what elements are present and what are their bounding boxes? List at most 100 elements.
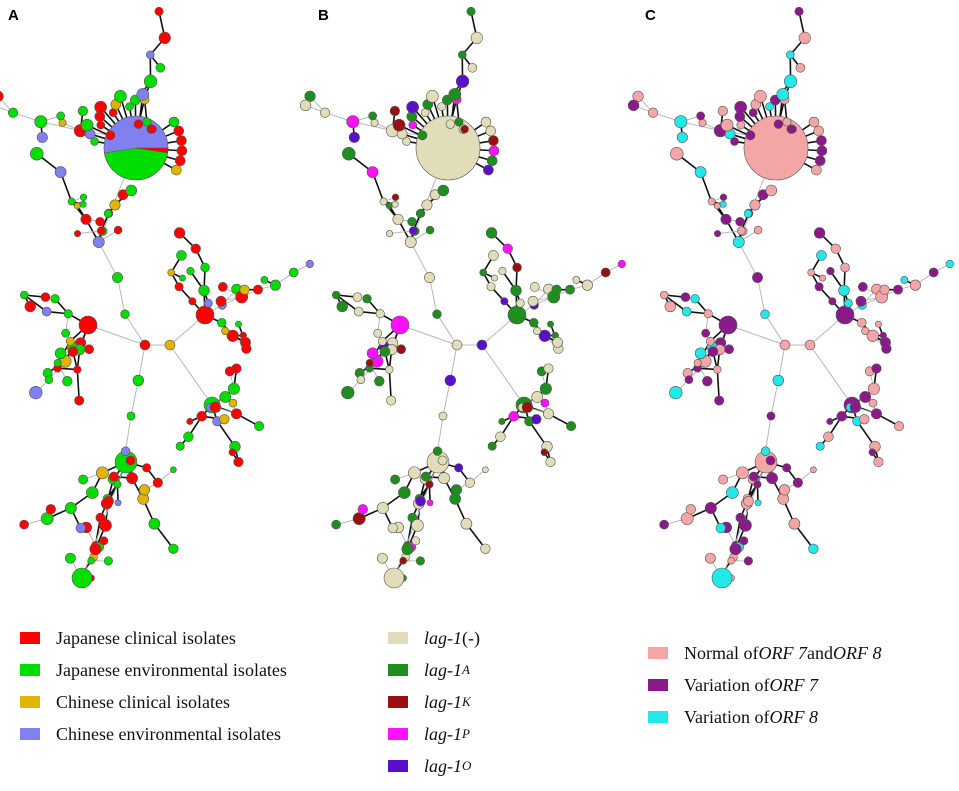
network-node bbox=[894, 421, 905, 432]
network-edge bbox=[757, 277, 766, 315]
network-node bbox=[488, 135, 499, 146]
network-node bbox=[735, 216, 745, 227]
network-node bbox=[736, 466, 749, 480]
network-node bbox=[142, 463, 152, 473]
network-node bbox=[398, 486, 411, 499]
network-edge bbox=[399, 324, 458, 346]
network-node bbox=[510, 284, 522, 297]
network-node bbox=[190, 243, 201, 254]
legend-suffix: (-) bbox=[462, 627, 480, 648]
network-node bbox=[103, 495, 114, 507]
panel-c-network bbox=[627, 6, 954, 589]
network-node bbox=[176, 250, 187, 261]
network-node bbox=[455, 74, 470, 88]
network-node bbox=[849, 401, 862, 413]
network-node bbox=[399, 556, 407, 565]
network-node bbox=[813, 125, 825, 137]
network-node bbox=[816, 135, 827, 146]
network-node bbox=[437, 455, 448, 466]
network-node bbox=[196, 411, 207, 422]
network-node bbox=[866, 329, 879, 342]
legend-c-item: Variation of ORF 8 bbox=[648, 701, 881, 733]
network-node bbox=[814, 282, 824, 292]
network-node bbox=[488, 250, 499, 261]
network-node bbox=[480, 116, 492, 128]
network-edge bbox=[410, 241, 430, 278]
network-node bbox=[417, 130, 428, 141]
network-node bbox=[341, 385, 355, 400]
network-node bbox=[126, 472, 138, 485]
network-node bbox=[78, 315, 98, 335]
network-node bbox=[24, 300, 36, 313]
legend-gene: lag-1 bbox=[424, 627, 462, 648]
network-node bbox=[674, 115, 688, 129]
network-node bbox=[766, 472, 778, 485]
network-node bbox=[63, 309, 73, 319]
network-node bbox=[305, 259, 314, 269]
network-edge bbox=[716, 369, 720, 401]
network-node bbox=[515, 298, 525, 308]
network-node bbox=[41, 306, 52, 317]
network-node bbox=[527, 295, 539, 307]
network-node bbox=[379, 197, 388, 206]
network-node bbox=[680, 292, 691, 302]
network-node bbox=[565, 284, 575, 295]
network-node bbox=[167, 268, 176, 277]
network-node bbox=[152, 477, 163, 488]
network-node bbox=[778, 484, 790, 496]
network-node bbox=[139, 339, 151, 351]
network-node bbox=[507, 305, 527, 325]
network-edge bbox=[765, 415, 772, 452]
network-node bbox=[173, 227, 186, 239]
network-node bbox=[342, 146, 356, 161]
network-node bbox=[235, 320, 242, 328]
legend-gene: lag-1 bbox=[424, 659, 462, 680]
network-node bbox=[617, 259, 626, 269]
network-node bbox=[720, 213, 732, 225]
network-node bbox=[54, 347, 67, 360]
legend-swatch bbox=[648, 679, 668, 691]
network-node bbox=[713, 365, 722, 374]
network-node bbox=[385, 202, 393, 210]
network-node bbox=[352, 292, 363, 302]
network-node bbox=[512, 262, 522, 273]
network-edge bbox=[727, 324, 786, 346]
network-node bbox=[835, 305, 855, 325]
network-node bbox=[779, 339, 791, 351]
network-node bbox=[600, 267, 611, 278]
network-edge bbox=[777, 344, 786, 381]
legend-label: Chinese environmental isolates bbox=[56, 723, 281, 744]
network-edge bbox=[98, 241, 118, 278]
network-node bbox=[632, 90, 644, 102]
legend-swatch bbox=[20, 664, 40, 676]
network-node bbox=[368, 111, 378, 121]
network-node bbox=[425, 480, 434, 489]
network-node bbox=[572, 276, 581, 284]
network-node bbox=[729, 543, 742, 556]
network-node bbox=[383, 567, 405, 589]
legend-a-item: Chinese clinical isolates bbox=[20, 686, 287, 718]
network-node bbox=[114, 499, 122, 507]
network-node bbox=[788, 125, 797, 134]
network-node bbox=[99, 536, 109, 546]
legend-superscript: P bbox=[462, 726, 470, 741]
network-node bbox=[792, 477, 803, 488]
network-node bbox=[685, 504, 696, 515]
network-node bbox=[486, 155, 498, 167]
network-node bbox=[739, 536, 749, 546]
network-node bbox=[227, 382, 240, 395]
network-node bbox=[460, 517, 473, 530]
network-node bbox=[753, 480, 762, 489]
network-edge bbox=[442, 380, 451, 417]
network-node bbox=[175, 441, 185, 451]
network-node bbox=[432, 309, 442, 319]
network-node bbox=[113, 225, 123, 235]
network-edge bbox=[770, 380, 779, 417]
network-node bbox=[114, 90, 127, 103]
network-node bbox=[20, 290, 29, 300]
network-node bbox=[538, 329, 551, 342]
network-node bbox=[95, 216, 105, 227]
network-node bbox=[479, 268, 488, 277]
